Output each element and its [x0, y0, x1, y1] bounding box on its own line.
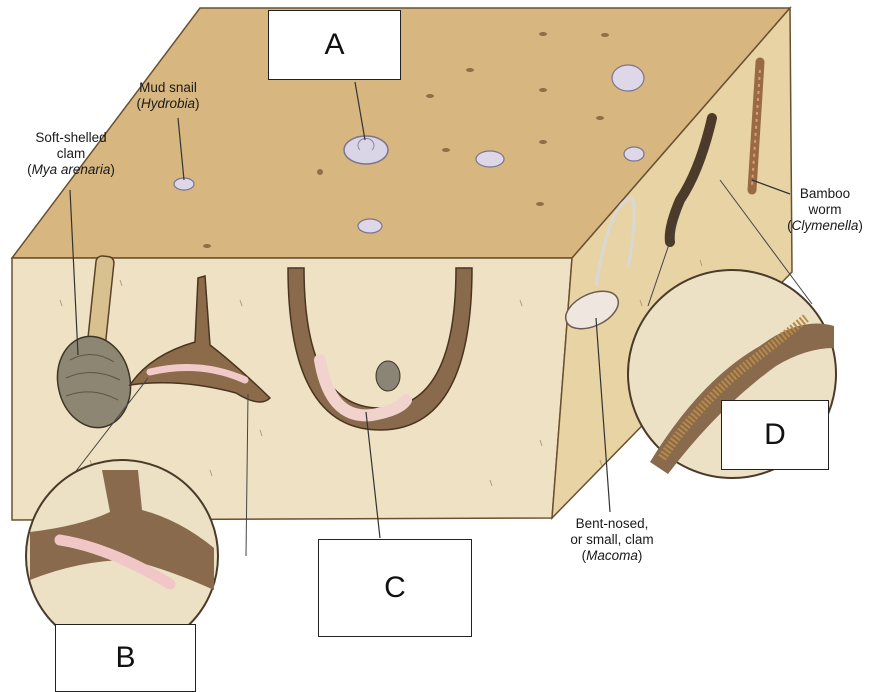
- mud-snail-name: Mud snail: [118, 80, 218, 96]
- bent-nosed-clam-name-2: or small, clam: [544, 532, 680, 548]
- box-b: B: [55, 624, 196, 692]
- soft-shelled-clam-genus: Mya arenaria: [32, 162, 111, 177]
- bent-nosed-clam-genus: Macoma: [586, 548, 638, 563]
- box-c: C: [318, 539, 472, 637]
- mud-snail: [612, 65, 644, 91]
- bamboo-worm-label: Bamboo worm (Clymenella): [770, 186, 880, 234]
- bamboo-worm-name-1: Bamboo: [770, 186, 880, 202]
- soft-shelled-clam-label: Soft-shelled clam (Mya arenaria): [6, 130, 136, 178]
- bamboo-worm-genus: Clymenella: [792, 218, 859, 233]
- mud-snail-genus: Hydrobia: [141, 96, 195, 111]
- soft-shelled-clam-name-2: clam: [6, 146, 136, 162]
- mud-snail-large: [344, 136, 388, 164]
- box-d: D: [721, 400, 829, 470]
- bamboo-worm-name-2: worm: [770, 202, 880, 218]
- box-a: A: [268, 10, 401, 80]
- bent-nosed-clam-label: Bent-nosed, or small, clam (Macoma): [544, 516, 680, 564]
- bent-nosed-clam-name-1: Bent-nosed,: [544, 516, 680, 532]
- mud-snail: [624, 147, 644, 161]
- mud-snail-label: Mud snail (Hydrobia): [118, 80, 218, 112]
- mud-snail: [476, 151, 504, 167]
- mud-snail: [358, 219, 382, 233]
- soft-shelled-clam-name-1: Soft-shelled: [6, 130, 136, 146]
